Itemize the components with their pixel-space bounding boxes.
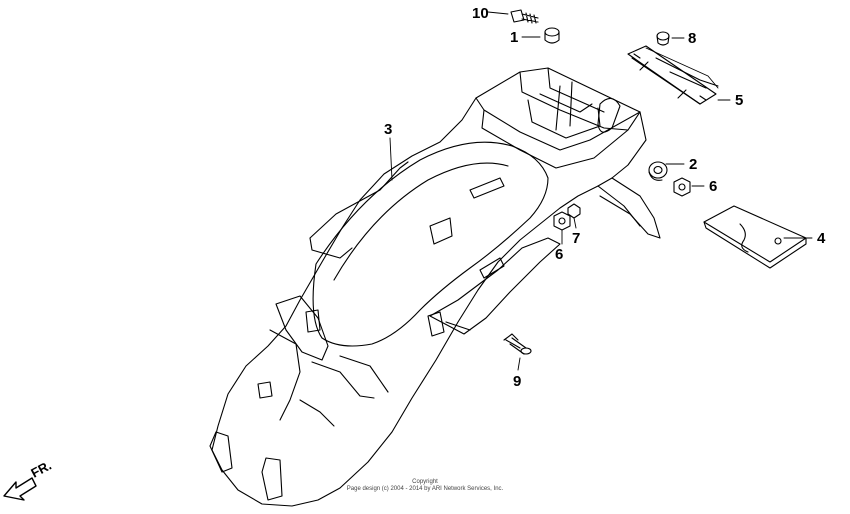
callout-8: 8 [688,30,696,47]
leader-lines [389,11,813,371]
bracket-part-5 [627,45,719,105]
copyright-line-2: Page design (c) 2004 - 2014 by ARI Netwo… [346,486,504,492]
nut-part-6-right [673,177,691,197]
front-direction-label: FR. [28,458,54,481]
callout-2: 2 [689,156,697,173]
callout-5: 5 [735,92,743,109]
callout-6-left: 6 [555,246,563,263]
nut-part-7 [567,203,581,219]
callout-4: 4 [817,230,826,247]
callout-3: 3 [384,121,392,138]
callout-9: 9 [513,373,521,390]
label-part-4 [703,205,807,269]
nut-part-6-left [553,211,571,231]
bolt-part-10 [510,9,539,24]
callout-6-right: 6 [709,178,717,195]
callout-7: 7 [572,230,580,247]
callout-1: 1 [510,29,518,46]
callout-10: 10 [472,5,489,22]
collar-part-1 [544,27,560,44]
nut-part-8 [656,31,670,46]
copyright-line-1: Copyright [412,479,438,485]
rear-fender [209,67,661,507]
callouts: 10 1 8 5 3 2 6 6 7 4 9 [384,5,826,390]
grommet-part-2 [648,161,668,181]
bolt-part-9 [503,333,532,355]
